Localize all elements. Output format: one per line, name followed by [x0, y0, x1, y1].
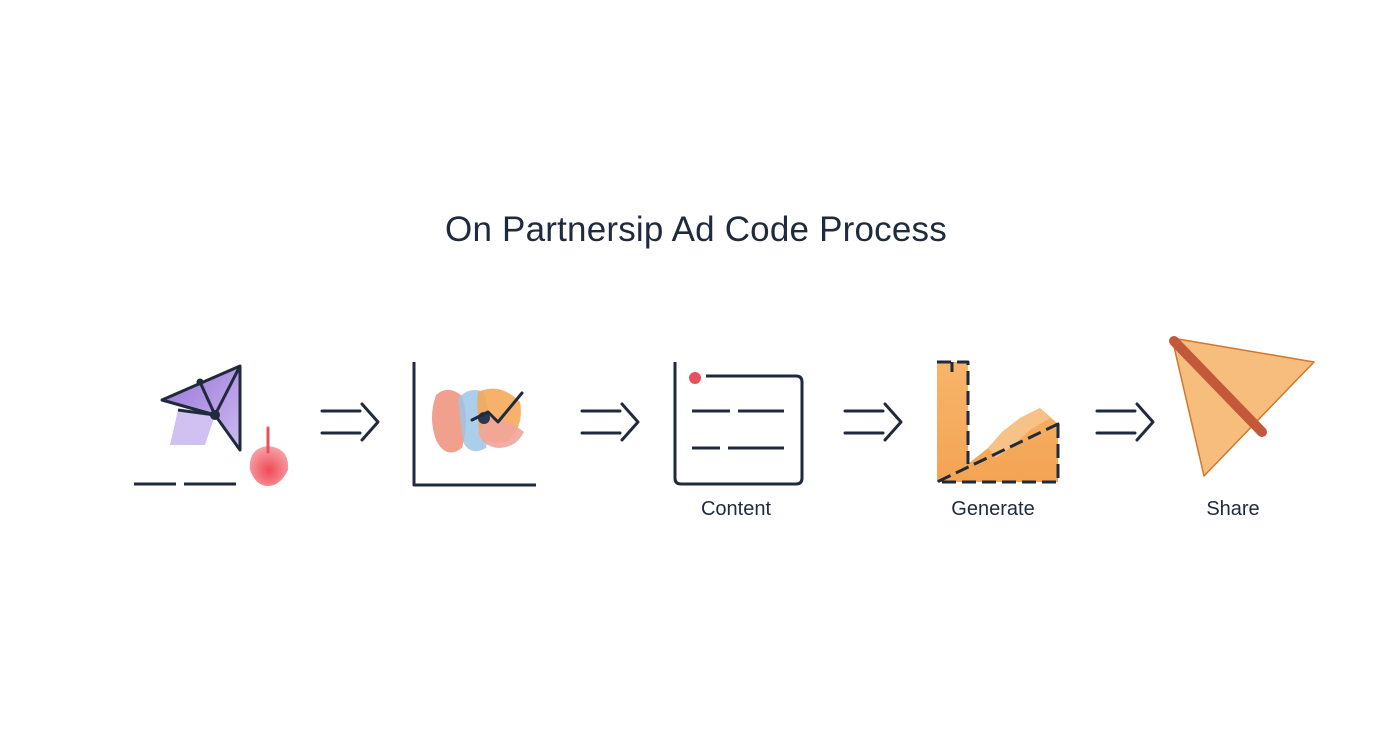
analytics-icon [412, 362, 536, 487]
generate-icon [935, 360, 1060, 484]
share-icon [1169, 336, 1315, 477]
step-label-content: Content [700, 498, 772, 520]
partnership-icon [134, 364, 289, 486]
arrow-right-icon [1095, 402, 1155, 442]
step-label-generate: Generate [951, 498, 1035, 520]
arrow-right-icon [580, 402, 640, 442]
arrow-right-icon [843, 402, 903, 442]
step-label-share: Share [1206, 498, 1260, 520]
diagram-title: On Partnersip Ad Code Process [445, 210, 947, 249]
arrow-right-icon [320, 402, 380, 442]
content-icon [673, 362, 804, 486]
